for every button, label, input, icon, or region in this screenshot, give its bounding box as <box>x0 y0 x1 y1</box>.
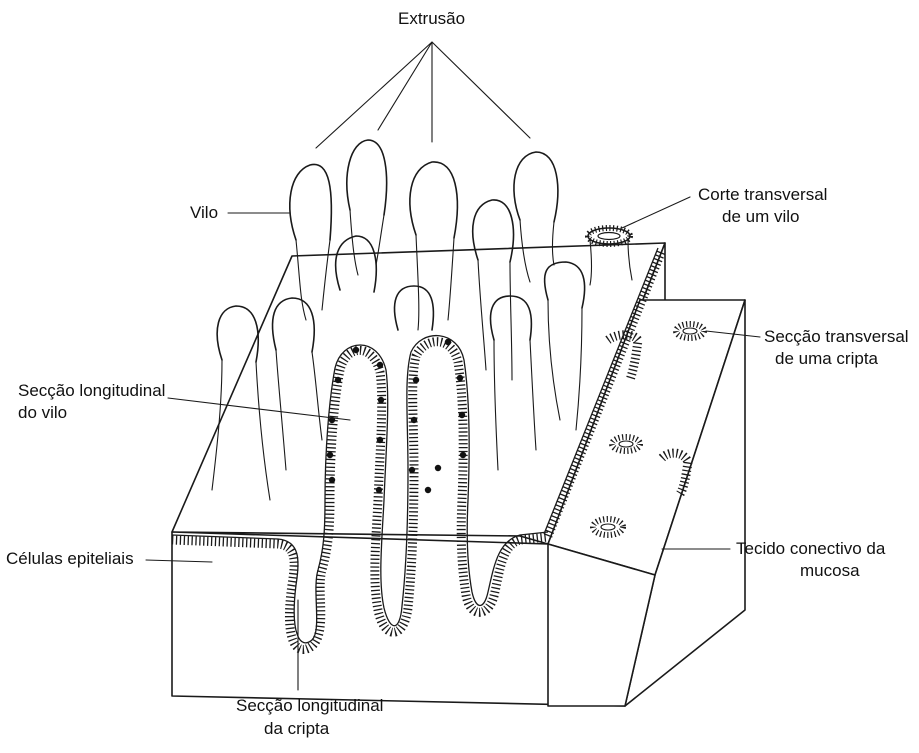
crypt-lumen <box>683 328 697 334</box>
goblet-cell <box>413 377 419 383</box>
label-corte-transversal-2: de um vilo <box>722 206 799 228</box>
label-seccao-longitudinal-vilo-1: Secção longitudinal <box>18 380 165 402</box>
extrusion-leaders <box>316 42 530 148</box>
label-celulas-epiteliais: Células epiteliais <box>6 548 134 570</box>
villus <box>347 140 387 215</box>
label-seccao-longitudinal-vilo-2: do vilo <box>18 402 67 424</box>
goblet-cell <box>377 362 383 368</box>
goblet-cell <box>353 347 359 353</box>
corte-transversal-leader <box>622 197 690 228</box>
crypt-lumen <box>601 524 615 530</box>
label-corte-transversal-1: Corte transversal <box>698 184 827 206</box>
villus <box>290 164 332 240</box>
goblet-cell <box>411 417 417 423</box>
label-extrusao: Extrusão <box>398 8 465 30</box>
goblet-cell <box>460 452 466 458</box>
mucosa-block <box>172 243 745 706</box>
label-seccao-transversal-2: de uma cripta <box>775 348 878 370</box>
crypt-lumen <box>619 441 633 447</box>
label-tecido-conectivo-1: Tecido conectivo da <box>736 538 885 560</box>
goblet-cell <box>435 465 441 471</box>
goblet-cell <box>425 487 431 493</box>
goblet-cell <box>376 487 382 493</box>
goblet-cell <box>329 477 335 483</box>
goblet-cell <box>377 437 383 443</box>
villus-cross-section-lumen <box>598 233 620 240</box>
label-tecido-conectivo-2: mucosa <box>800 560 860 582</box>
goblet-cell <box>378 397 384 403</box>
goblet-cell <box>335 377 341 383</box>
label-seccao-transversal-1: Secção transversal <box>764 326 909 348</box>
goblet-cell <box>409 467 415 473</box>
label-vilo: Vilo <box>190 202 218 224</box>
villus <box>410 162 457 238</box>
goblet-cell <box>459 412 465 418</box>
goblet-cell <box>327 452 333 458</box>
label-seccao-longitudinal-cripta-2: da cripta <box>264 718 329 740</box>
villus <box>514 152 558 222</box>
label-seccao-longitudinal-cripta-1: Secção longitudinal <box>236 695 383 717</box>
goblet-cell <box>445 339 451 345</box>
goblet-cell <box>457 375 463 381</box>
